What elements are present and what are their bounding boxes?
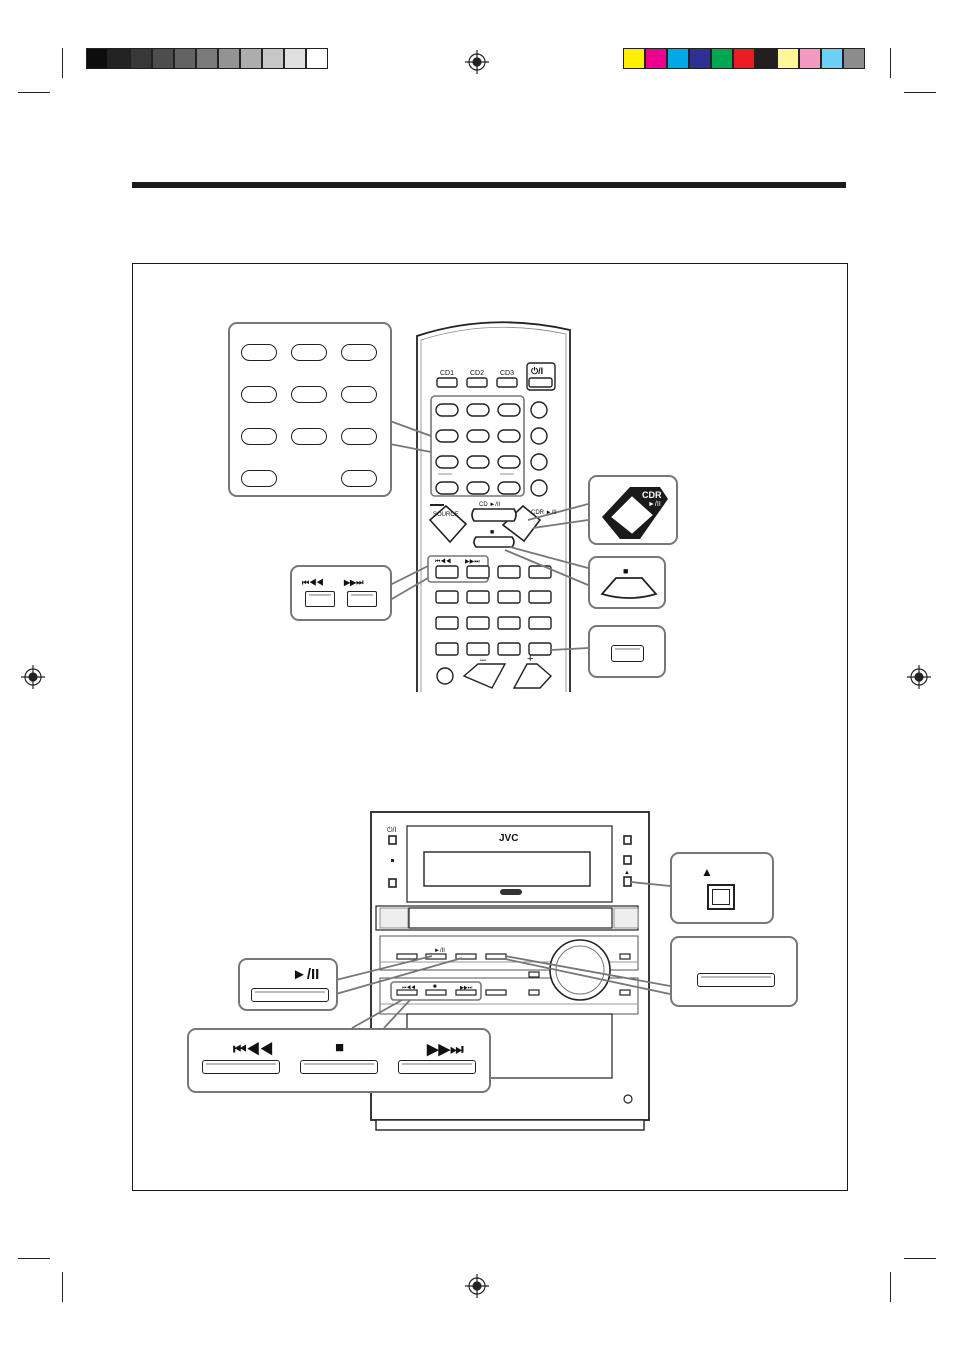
unit-play-pause-label: ►/II — [434, 948, 445, 954]
crop-mark — [890, 1272, 891, 1302]
unit-eject-label: ▲ — [624, 870, 630, 876]
cdr-play-key-drawing — [602, 487, 668, 539]
callout-skip-back-label: ⏮◀◀ — [302, 578, 324, 587]
registration-target-left — [21, 665, 45, 689]
callout-play-pause-label: ►/II — [292, 966, 320, 983]
color-swatch — [623, 48, 645, 69]
remote-source-label: SOURCE — [433, 512, 459, 518]
grayscale-swatch — [108, 48, 130, 69]
color-swatch — [667, 48, 689, 69]
unit-skip-back-label: ⏮◀◀ — [402, 985, 416, 991]
callout-skip-back-label-unit: ⏮◀◀ — [233, 1041, 274, 1058]
color-swatch — [755, 48, 777, 69]
grayscale-swatch — [262, 48, 284, 69]
number-key[interactable] — [291, 386, 327, 403]
number-key[interactable] — [341, 386, 377, 403]
color-swatch — [799, 48, 821, 69]
grayscale-swatch — [284, 48, 306, 69]
crop-mark — [904, 1258, 936, 1259]
skip-back-unit-button[interactable] — [202, 1060, 280, 1074]
registration-target-bottom — [465, 1274, 489, 1298]
stop-unit-button[interactable] — [300, 1060, 378, 1074]
color-swatch — [777, 48, 799, 69]
grayscale-swatch — [196, 48, 218, 69]
number-key[interactable] — [291, 344, 327, 361]
number-key[interactable] — [241, 344, 277, 361]
cdr-play-callout: CDR ►/II — [588, 475, 678, 545]
grayscale-swatch — [152, 48, 174, 69]
number-key[interactable] — [241, 386, 277, 403]
crop-mark — [62, 1272, 63, 1302]
function-key-callout — [588, 625, 666, 678]
callout-stop-label-unit: ■ — [335, 1039, 345, 1056]
number-key[interactable] — [341, 344, 377, 361]
registration-target-right — [907, 665, 931, 689]
number-key[interactable] — [241, 470, 277, 487]
callout-skip-fwd-label: ▶▶⏭ — [344, 578, 364, 587]
color-swatch — [733, 48, 755, 69]
crop-mark — [62, 48, 63, 78]
number-key[interactable] — [341, 470, 377, 487]
play-pause-callout: ►/II — [238, 958, 338, 1011]
remote-cd2-label: CD2 — [470, 370, 485, 377]
remote-cd3-label: CD3 — [500, 370, 515, 377]
grayscale-swatch — [174, 48, 196, 69]
illustration-frame — [132, 263, 848, 1191]
crop-mark — [904, 92, 936, 93]
unit-brand-logo: JVC — [499, 833, 519, 844]
color-swatch — [843, 48, 865, 69]
remote-cd1-label: CD1 — [440, 370, 455, 377]
remote-stop-label: ■ — [490, 529, 495, 536]
remote-cd-play-label: CD ►/II — [479, 502, 501, 508]
stop-key-drawing — [600, 577, 658, 599]
color-swatch — [711, 48, 733, 69]
crop-mark — [890, 48, 891, 78]
skip-stop-callout: ⏮◀◀ ■ ▶▶⏭ — [187, 1028, 491, 1093]
skip-fwd-button[interactable] — [347, 591, 377, 607]
function-key[interactable] — [611, 645, 644, 662]
crop-mark — [18, 92, 50, 93]
remote-power-label: ⏻/I — [531, 366, 544, 376]
callout-eject-label: ▲ — [701, 865, 713, 879]
stop-key-callout: ■ — [588, 556, 666, 609]
color-swatch — [689, 48, 711, 69]
unit-power-label: ⏻/I — [387, 827, 397, 834]
callout-skip-fwd-label-unit: ▶▶⏭ — [427, 1041, 464, 1058]
callout-cdr-play-label: ►/II — [648, 501, 661, 508]
cdr-button-callout — [670, 936, 798, 1007]
number-key[interactable] — [241, 428, 277, 445]
color-swatch — [821, 48, 843, 69]
grayscale-swatch — [240, 48, 262, 69]
unit-stop-label: ■ — [433, 984, 437, 990]
play-pause-button[interactable] — [251, 988, 329, 1002]
eject-callout: ▲ — [670, 852, 774, 924]
skip-back-button[interactable] — [305, 591, 335, 607]
remote-skip-back-label: ⏮◀◀ — [435, 559, 452, 565]
callout-cdr-label: CDR — [642, 490, 662, 500]
skip-fwd-unit-button[interactable] — [398, 1060, 476, 1074]
crop-mark — [18, 1258, 50, 1259]
number-key[interactable] — [341, 428, 377, 445]
remote-volume-minus-label: – — [480, 654, 487, 666]
remote-cdr-play-label: CDR ►/II — [531, 510, 557, 516]
cdr-unit-button[interactable] — [697, 973, 775, 987]
color-swatch — [645, 48, 667, 69]
remote-skip-fwd-label: ▶▶⏭ — [465, 559, 480, 565]
callout-stop-label: ■ — [623, 566, 629, 576]
eject-button[interactable] — [707, 884, 735, 910]
registration-target-top — [465, 50, 489, 74]
grayscale-swatch — [218, 48, 240, 69]
grayscale-swatch — [130, 48, 152, 69]
unit-skip-fwd-label: ▶▶⏭ — [460, 985, 473, 991]
remote-volume-plus-label: + — [527, 653, 534, 665]
numeric-keypad-callout — [228, 322, 392, 497]
grayscale-swatch — [306, 48, 328, 69]
skip-keys-callout: ⏮◀◀ ▶▶⏭ — [290, 565, 392, 621]
section-rule — [132, 182, 846, 188]
grayscale-swatch — [86, 48, 108, 69]
number-key[interactable] — [291, 428, 327, 445]
